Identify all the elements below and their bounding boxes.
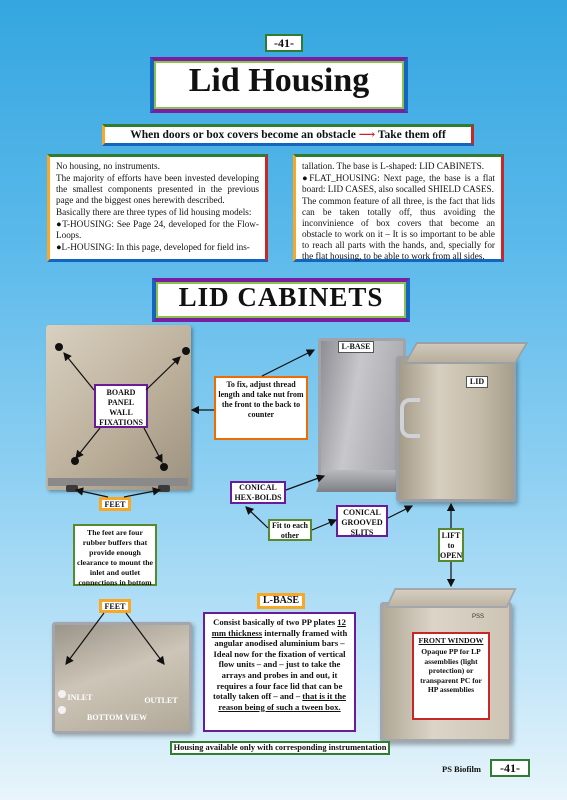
fix-note-label: To fix, adjust thread length and take nu… — [214, 376, 308, 440]
l-base-desc-underlined2: that is it the reason being of such a tw… — [218, 691, 346, 712]
lid-tag: LID — [466, 376, 488, 388]
intro-col1-line: ●L-HOUSING: In this page, developed for … — [56, 242, 250, 252]
arrow-board-tl — [63, 352, 95, 391]
bottom-view-photo — [52, 622, 192, 734]
screw-icon — [55, 343, 63, 351]
arrow-grooved — [387, 505, 414, 519]
conical-grooved-slits-label: CONICAL GROOVED SLITS — [336, 505, 388, 537]
feet-description: The feet are four rubber buffers that pr… — [73, 524, 157, 587]
l-base-desc-part1: Consist basically of two PP plates — [213, 617, 338, 627]
intro-col1-line: Basically there are three types of lid h… — [56, 207, 252, 217]
intro-col2-line: The common feature of all three, is the … — [302, 196, 495, 261]
l-base-description: Consist basically of two PP plates 12 mm… — [203, 612, 356, 732]
intro-column-right: tallation. The base is L-shaped: LID CAB… — [293, 154, 504, 262]
feet-label-top: FEET — [99, 497, 131, 511]
intro-col2-line: ●FLAT_HOUSING: Next page, the base is a … — [302, 173, 495, 194]
l-base-desc-part2: internally framed with angular anodised … — [213, 627, 348, 702]
front-window-panel: FRONT WINDOW Opaque PP for LP assemblies… — [412, 632, 490, 720]
footer-brand: PS Biofilm — [442, 764, 481, 774]
board-base-strip — [48, 478, 188, 486]
arrow-feet-bot-r — [125, 612, 165, 665]
outlet-port-icon — [58, 706, 66, 714]
screw-icon — [182, 347, 190, 355]
inlet-port-icon — [58, 690, 66, 698]
rubber-foot-icon — [66, 485, 78, 492]
arrow-feet-top-r — [123, 487, 162, 498]
intro-column-left: No housing, no instruments. The majority… — [47, 154, 268, 262]
intro-col2-line: tallation. The base is L-shaped: LID CAB… — [302, 161, 485, 171]
subtitle-right: Take them off — [377, 129, 446, 141]
arrow-fit-right — [311, 518, 338, 531]
footer-note: Housing available only with correspondin… — [170, 741, 390, 755]
page-number-top: -41- — [265, 34, 303, 52]
arrow-hex — [285, 474, 326, 491]
conical-hex-bolds-label: CONICAL HEX-BOLDS — [230, 481, 286, 504]
subtitle-left: When doors or box covers become an obsta… — [130, 129, 356, 141]
subtitle-banner: When doors or box covers become an obsta… — [102, 124, 474, 146]
inlet-label: INLET — [67, 693, 93, 702]
front-window-heading: FRONT WINDOW — [418, 636, 484, 645]
page-title: Lid Housing — [150, 57, 408, 113]
rubber-foot-icon — [158, 485, 170, 492]
handle-icon — [400, 398, 420, 438]
intro-col1-line: ●T-HOUSING: See Page 24, developed for t… — [56, 219, 259, 240]
section-title: LID CABINETS — [152, 278, 410, 322]
section-title-text: LID CABINETS — [178, 282, 384, 312]
page-title-text: Lid Housing — [188, 62, 370, 99]
l-base-tag: L-BASE — [338, 341, 374, 353]
front-window-text: Opaque PP for LP assemblies (light prote… — [420, 647, 482, 695]
page-number-bottom: -41- — [490, 759, 530, 777]
feet-label-bottom: FEET — [99, 599, 131, 613]
arrow-feet-bot-l — [65, 612, 105, 665]
l-base-desc-underlined1: 12 mm thickness — [211, 617, 346, 638]
fit-label: Fit to each other — [268, 519, 312, 541]
lift-label: LIFT to OPEN — [438, 528, 464, 562]
arrow-board-tr — [145, 356, 181, 391]
intro-col1-line: The majority of efforts have been invest… — [56, 173, 259, 205]
screw-icon — [71, 457, 79, 465]
outlet-label: OUTLET — [144, 696, 178, 705]
screw-icon — [160, 463, 168, 471]
intro-col1-line: No housing, no instruments. — [56, 161, 160, 171]
arrow-board-br — [143, 427, 163, 464]
l-base-heading: L-BASE — [257, 593, 305, 609]
bottom-view-label: BOTTOM VIEW — [87, 713, 147, 722]
arrow-right-icon: ⟶ — [358, 129, 376, 141]
brand-plate: PSS — [472, 614, 485, 620]
l-base-photo — [318, 338, 406, 488]
board-fixations-label: BOARD PANEL WALL FIXATIONS — [94, 384, 148, 428]
arrow-board-bl — [75, 427, 101, 459]
arrow-feet-top-l — [74, 487, 109, 498]
arrow-fix — [261, 349, 316, 377]
arrow-fit-left — [245, 506, 269, 529]
